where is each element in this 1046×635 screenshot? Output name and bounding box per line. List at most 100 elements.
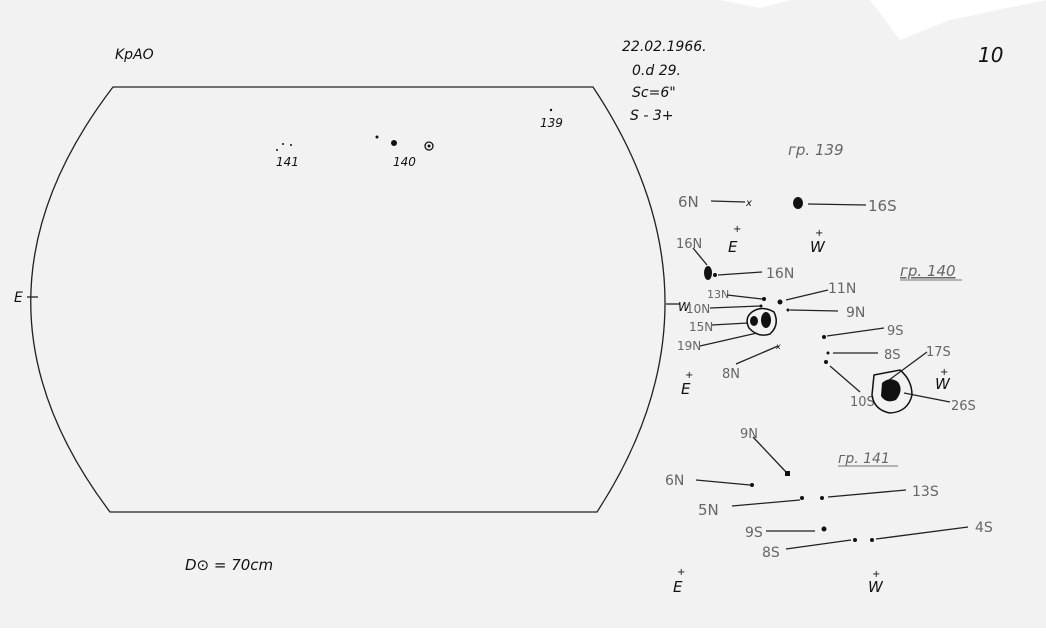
- g141-label: 8S: [762, 545, 780, 561]
- leader-line: [827, 489, 907, 498]
- orientation-plus-markers: + + + + + +: [677, 224, 948, 580]
- spot-umbra: [750, 316, 758, 326]
- spot: [759, 304, 763, 308]
- g140-label: 9S: [887, 324, 904, 339]
- leader-line: [731, 499, 801, 507]
- svg-text:+: +: [733, 224, 741, 235]
- disk-group-139-label: 139: [540, 116, 563, 130]
- g140-label: 11N: [828, 281, 856, 297]
- g141-label: 5N: [698, 501, 719, 519]
- sheet-number: 10: [978, 43, 1003, 67]
- g140-label: 16N: [766, 266, 794, 282]
- spot-umbra: [761, 312, 771, 328]
- spot: [713, 273, 717, 277]
- spot: [549, 108, 553, 112]
- g140-label: 17S: [926, 345, 951, 360]
- spot: [870, 538, 874, 542]
- date-label: 22.02.1966.: [622, 39, 707, 55]
- g139-east: E: [728, 238, 738, 256]
- spot-x-marker: x: [775, 342, 781, 351]
- spot: [282, 143, 284, 145]
- g139-west: W: [810, 238, 826, 256]
- spot: [786, 308, 790, 312]
- paper-torn-edge: [870, 0, 1046, 40]
- g140-label: 13N: [707, 288, 729, 301]
- g140-label: 9N: [846, 305, 865, 321]
- spot: [820, 496, 824, 500]
- spot: [276, 149, 278, 151]
- spot: [793, 197, 803, 209]
- svg-text:+: +: [677, 567, 685, 578]
- spot: [427, 144, 431, 148]
- spot: [777, 299, 783, 305]
- spot: [853, 538, 857, 542]
- g140-label: 19N: [677, 339, 701, 353]
- spot: [750, 483, 754, 487]
- spot: [704, 266, 712, 280]
- leader-line: [903, 392, 951, 403]
- leader-line: [699, 332, 758, 347]
- spot: [762, 297, 766, 301]
- solar-disk-outline: [30, 86, 666, 513]
- disk-west-label: W: [678, 300, 691, 314]
- spot-with-penumbra: [424, 141, 434, 151]
- g141-east: E: [673, 578, 683, 596]
- spot: [824, 360, 828, 364]
- svg-text:+: +: [685, 370, 693, 381]
- g140-label: 10S: [850, 395, 875, 410]
- disk-group-141-label: 141: [276, 155, 299, 169]
- leader-line: [875, 526, 969, 540]
- group-141-title: гр. 141: [838, 451, 890, 467]
- g140-west: W: [935, 375, 951, 393]
- spot-penumbra: [746, 307, 777, 336]
- disk-east-label: E: [14, 290, 23, 306]
- g141-west: W: [868, 578, 884, 596]
- g141-label: 4S: [975, 520, 993, 536]
- leader-line: [692, 247, 708, 266]
- leader-line: [789, 309, 839, 312]
- g140-label: 8S: [884, 348, 901, 363]
- g140-label: 26S: [951, 399, 976, 414]
- leader-line: [807, 203, 867, 206]
- group-139-title: гр. 139: [788, 141, 844, 159]
- g140-label: 8N: [722, 367, 740, 382]
- leader-line: [710, 200, 746, 203]
- seeing-label: Sc=6": [632, 85, 676, 101]
- g140-east: E: [681, 380, 691, 398]
- group-140-title: гр. 140: [900, 262, 956, 280]
- spot: [391, 140, 397, 146]
- g139-label-16S: 16S: [868, 197, 897, 215]
- spot: [821, 526, 827, 532]
- spot: [375, 135, 379, 139]
- leader-line: [785, 289, 829, 301]
- spot-umbra: [881, 379, 901, 402]
- svg-text:+: +: [872, 569, 880, 580]
- g141-label: 13S: [912, 484, 939, 500]
- g141-label: 6N: [665, 473, 684, 489]
- spot: [822, 335, 826, 339]
- g140-label: 15N: [689, 320, 713, 334]
- g140-label: 10N: [686, 302, 710, 316]
- spot: [290, 144, 292, 146]
- leader-line: [726, 294, 763, 300]
- spot-x-marker: x: [745, 198, 752, 209]
- time-label: 0.d 29.: [632, 63, 681, 79]
- spot: [826, 351, 830, 355]
- leader-line: [888, 351, 928, 381]
- leader-line: [695, 479, 751, 486]
- disk-diameter-note: D⊙ = 70cm: [185, 556, 273, 574]
- spot: [785, 471, 790, 476]
- scale-label: S - 3+: [630, 108, 673, 124]
- spot: [800, 496, 804, 500]
- svg-text:+: +: [940, 367, 948, 378]
- leader-line: [711, 322, 749, 326]
- svg-text:+: +: [815, 228, 823, 239]
- leader-line: [717, 271, 763, 276]
- leader-line: [735, 345, 779, 365]
- spot-penumbra: [871, 369, 913, 414]
- leader-line: [829, 365, 861, 393]
- g141-label: 9S: [745, 525, 763, 541]
